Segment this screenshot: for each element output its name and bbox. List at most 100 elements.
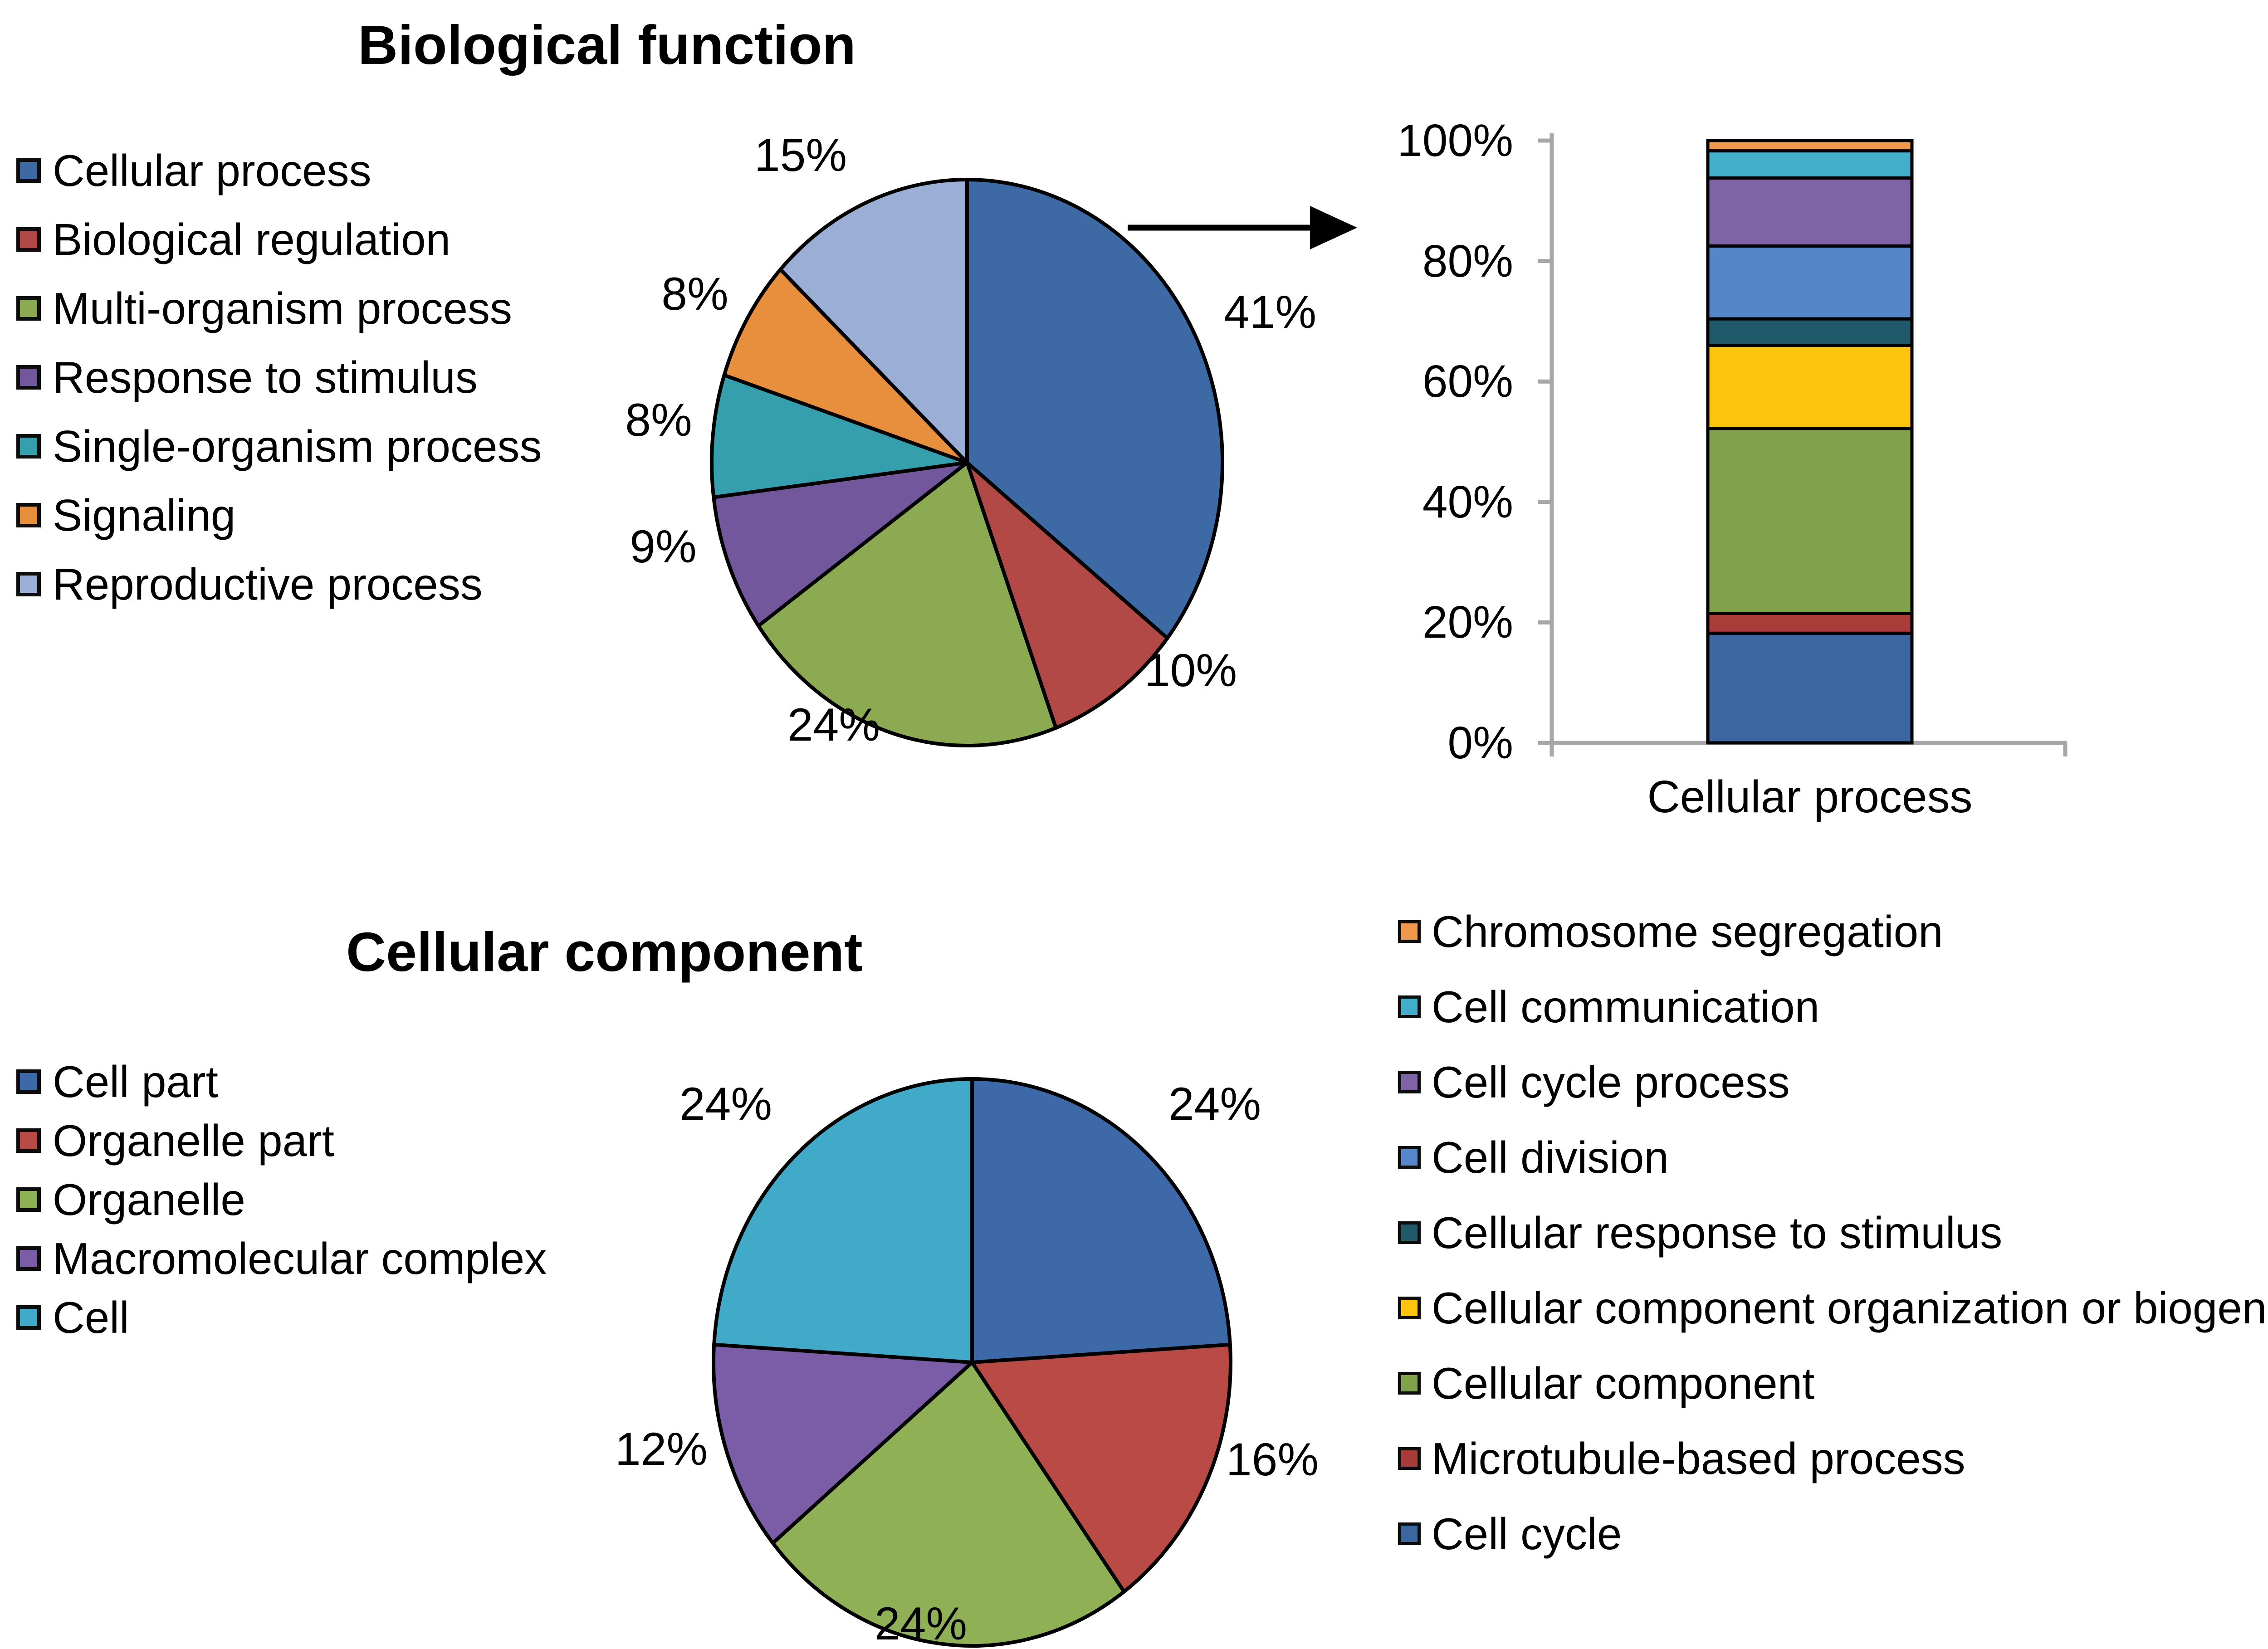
legend-label: Macromolecular complex	[53, 1234, 547, 1283]
pie-percent-label: 12%	[615, 1423, 708, 1475]
y-tick-label-0%: 0%	[1447, 717, 1513, 768]
legend-item: Cellular process	[16, 143, 371, 198]
legend-label: Cellular component	[1432, 1358, 1815, 1408]
legend-label: Signaling	[53, 490, 236, 540]
legend-item: Single-organism process	[16, 419, 542, 473]
legend-item: Response to stimulus	[16, 350, 478, 405]
y-tick-label-40%: 40%	[1422, 476, 1513, 527]
bar-segment-5	[1706, 244, 1914, 321]
bar-segment-7	[1706, 149, 1914, 180]
legend-item: Cell communication	[1398, 980, 1819, 1034]
legend-swatch	[16, 1305, 41, 1330]
legend-label: Cellular process	[53, 146, 371, 195]
legend-item: Cell part	[16, 1054, 218, 1109]
legend-swatch	[1398, 1372, 1421, 1395]
pie-percent-label: 9%	[630, 521, 697, 572]
pie1-slice-5	[722, 268, 969, 464]
pie2-slice-1	[970, 1342, 1233, 1594]
legend-swatch	[1398, 995, 1421, 1018]
legend-swatch	[16, 503, 41, 527]
legend-swatch	[1398, 1297, 1421, 1319]
legend-swatch	[16, 1069, 41, 1094]
legend-swatch	[16, 365, 41, 390]
legend-item: Cellular response to stimulus	[1398, 1205, 2002, 1260]
legend-label: Cell part	[53, 1057, 218, 1107]
bar-segment-2	[1706, 427, 1914, 615]
y-tick-label-20%: 20%	[1422, 597, 1513, 648]
pie1-slice-2	[757, 461, 1058, 747]
legend-item: Signaling	[16, 488, 235, 542]
pie1-slice-1	[965, 461, 1169, 730]
pie1-title: Biological function	[358, 14, 856, 76]
legend-label: Cellular response to stimulus	[1432, 1208, 2003, 1258]
legend-item: Microtubule-based process	[1398, 1431, 1965, 1486]
legend-label: Chromosome segregation	[1432, 907, 1943, 956]
pie-percent-label: 10%	[1144, 644, 1237, 696]
pie1-slice-6	[778, 178, 969, 464]
pie-percent-label: 24%	[874, 1598, 968, 1649]
legend-swatch	[16, 572, 41, 596]
legend-item: Reproductive process	[16, 557, 483, 611]
arrow-icon	[1128, 206, 1357, 249]
legend-swatch	[1398, 1221, 1421, 1244]
legend-item: Cellular component organization or bioge…	[1398, 1281, 2268, 1335]
legend-swatch	[1398, 920, 1421, 943]
pie2-title: Cellular component	[346, 921, 863, 983]
legend-label: Cellular component organization or bioge…	[1432, 1283, 2268, 1333]
legend-swatch	[16, 1128, 41, 1153]
bar-x-category-label: Cellular process	[1647, 771, 1973, 822]
pie-percent-label: 8%	[661, 268, 728, 320]
pie-percent-label: 8%	[625, 394, 692, 446]
legend-swatch	[16, 158, 41, 183]
legend-swatch	[1398, 1522, 1421, 1545]
pie-percent-label: 24%	[787, 699, 880, 751]
legend-swatch	[16, 1246, 41, 1271]
legend-item: Cellular component	[1398, 1356, 1814, 1410]
legend-swatch	[1398, 1146, 1421, 1169]
legend-item: Biological regulation	[16, 212, 450, 267]
legend-item: Macromolecular complex	[16, 1231, 547, 1286]
legend-item: Chromosome segregation	[1398, 904, 1943, 959]
legend-label: Organelle	[53, 1175, 245, 1225]
legend-item: Cell division	[1398, 1130, 1669, 1185]
bar-segment-6	[1706, 176, 1914, 248]
legend-label: Organelle part	[53, 1116, 335, 1166]
legend-label: Cell cycle	[1432, 1509, 1622, 1559]
legend-item: Cell cycle	[1398, 1507, 1622, 1561]
legend-label: Multi-organism process	[53, 283, 512, 333]
pie1-slice-3	[712, 461, 969, 628]
bar-segment-4	[1706, 317, 1914, 347]
pie2-slice-0	[970, 1077, 1232, 1364]
pie1-slice-4	[710, 373, 969, 499]
legend-swatch	[1398, 1071, 1421, 1093]
bar-segment-3	[1706, 344, 1914, 430]
legend-label: Cell cycle process	[1432, 1057, 1790, 1107]
legend-label: Cell division	[1432, 1132, 1669, 1182]
bar-segment-1	[1706, 611, 1914, 635]
pie-percent-label: 41%	[1223, 286, 1317, 338]
pie-percent-label: 24%	[1168, 1078, 1261, 1130]
legend-item: Organelle part	[16, 1113, 334, 1168]
legend-swatch	[16, 1187, 41, 1212]
legend-label: Microtubule-based process	[1432, 1434, 1965, 1483]
y-tick-label-100%: 100%	[1397, 115, 1513, 166]
legend-item: Multi-organism process	[16, 281, 512, 336]
legend-label: Response to stimulus	[53, 352, 478, 402]
legend-label: Biological regulation	[53, 215, 451, 264]
legend-swatch	[16, 434, 41, 459]
pie1-slice-0	[965, 178, 1224, 640]
pie-percent-label: 16%	[1226, 1434, 1319, 1485]
pie2-slice-4	[712, 1077, 974, 1364]
legend-label: Cell communication	[1432, 982, 1820, 1032]
pie-percent-label: 15%	[754, 129, 847, 181]
legend-swatch	[16, 227, 41, 252]
legend-label: Cell	[53, 1293, 129, 1342]
y-tick-label-60%: 60%	[1422, 356, 1513, 407]
pie-percent-label: 24%	[679, 1078, 772, 1130]
pie2-slice-3	[711, 1342, 974, 1545]
y-tick-label-80%: 80%	[1422, 235, 1513, 287]
legend-swatch	[16, 296, 41, 321]
legend-item: Cell cycle process	[1398, 1055, 1790, 1109]
